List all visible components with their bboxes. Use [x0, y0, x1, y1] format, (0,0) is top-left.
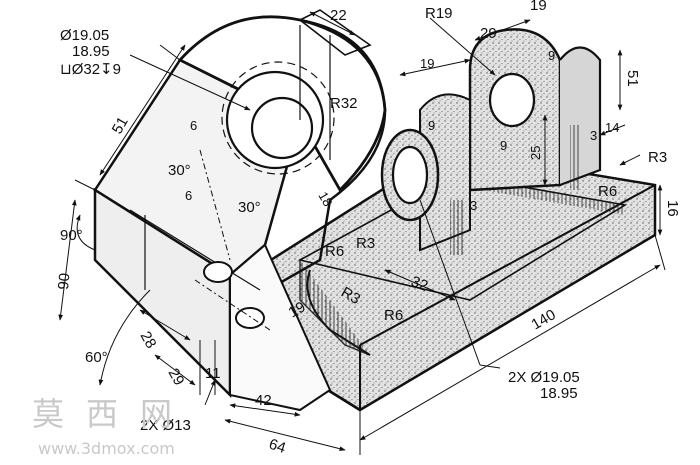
- dim-r3a: R3: [648, 149, 667, 166]
- callout-holes-line1: 2X Ø19.05: [508, 369, 580, 386]
- dim-r19: R19: [425, 5, 453, 22]
- dim-51-left: 51: [109, 114, 132, 137]
- dim-18: 18: [315, 189, 335, 209]
- dim-3b: 3: [470, 198, 477, 213]
- dimension-lines: [58, 11, 666, 455]
- dim-29b: 29: [165, 366, 188, 389]
- watermark-char-3: 网: [140, 395, 172, 433]
- watermark-char-2: 西: [86, 395, 118, 433]
- dim-6b: 6: [185, 188, 192, 203]
- labels: Ø19.05 18.95 ⊔Ø32↧9 22 R19 29 19 51 51 R…: [55, 0, 681, 457]
- dim-3a: 3: [590, 128, 597, 143]
- dim-9c: 9: [500, 138, 507, 153]
- dim-r6c: R6: [384, 307, 403, 324]
- dim-22: 22: [330, 7, 347, 24]
- dim-30b: 30°: [238, 199, 261, 216]
- dim-51-right: 51: [624, 70, 641, 87]
- callout-holes-line2: 18.95: [540, 385, 578, 402]
- dim-9b: 9: [548, 48, 555, 63]
- dim-60: 60°: [85, 349, 108, 366]
- dim-90: 90: [55, 272, 73, 290]
- watermark-url: www.3dmox.com: [38, 439, 175, 458]
- dim-64: 64: [267, 436, 288, 457]
- callout-bore-line2: 18.95: [72, 43, 110, 60]
- dim-14: 14: [605, 120, 619, 135]
- dim-19-mid: 19: [420, 56, 434, 71]
- dim-19-top: 19: [530, 0, 547, 14]
- dim-9a: 9: [428, 118, 435, 133]
- dim-28: 28: [137, 329, 160, 352]
- dim-19-low: 19: [286, 298, 309, 321]
- dim-16: 16: [664, 200, 681, 217]
- callout-bore-line3: ⊔Ø32↧9: [60, 61, 121, 78]
- callout-small-holes: 2X Ø13: [140, 417, 191, 434]
- dim-r3b: R3: [356, 235, 375, 252]
- dim-29: 29: [480, 25, 497, 42]
- dim-140: 140: [529, 306, 559, 333]
- watermark: 莫 西 网 www.3dmox.com: [32, 395, 175, 458]
- dim-42: 42: [255, 392, 272, 409]
- dim-32: 32: [409, 273, 431, 295]
- dim-30a: 30°: [168, 162, 191, 179]
- watermark-char-1: 莫: [32, 395, 64, 433]
- callout-bore-line1: Ø19.05: [60, 27, 109, 44]
- dim-25: 25: [528, 146, 543, 160]
- dim-r32: R32: [330, 95, 358, 112]
- dim-r6b: R6: [325, 243, 344, 260]
- inclined-block: [93, 9, 387, 412]
- dim-90deg: 90°: [60, 227, 83, 244]
- dim-6a: 6: [190, 118, 197, 133]
- dim-r6a: R6: [598, 183, 617, 200]
- dim-11: 11: [205, 365, 221, 382]
